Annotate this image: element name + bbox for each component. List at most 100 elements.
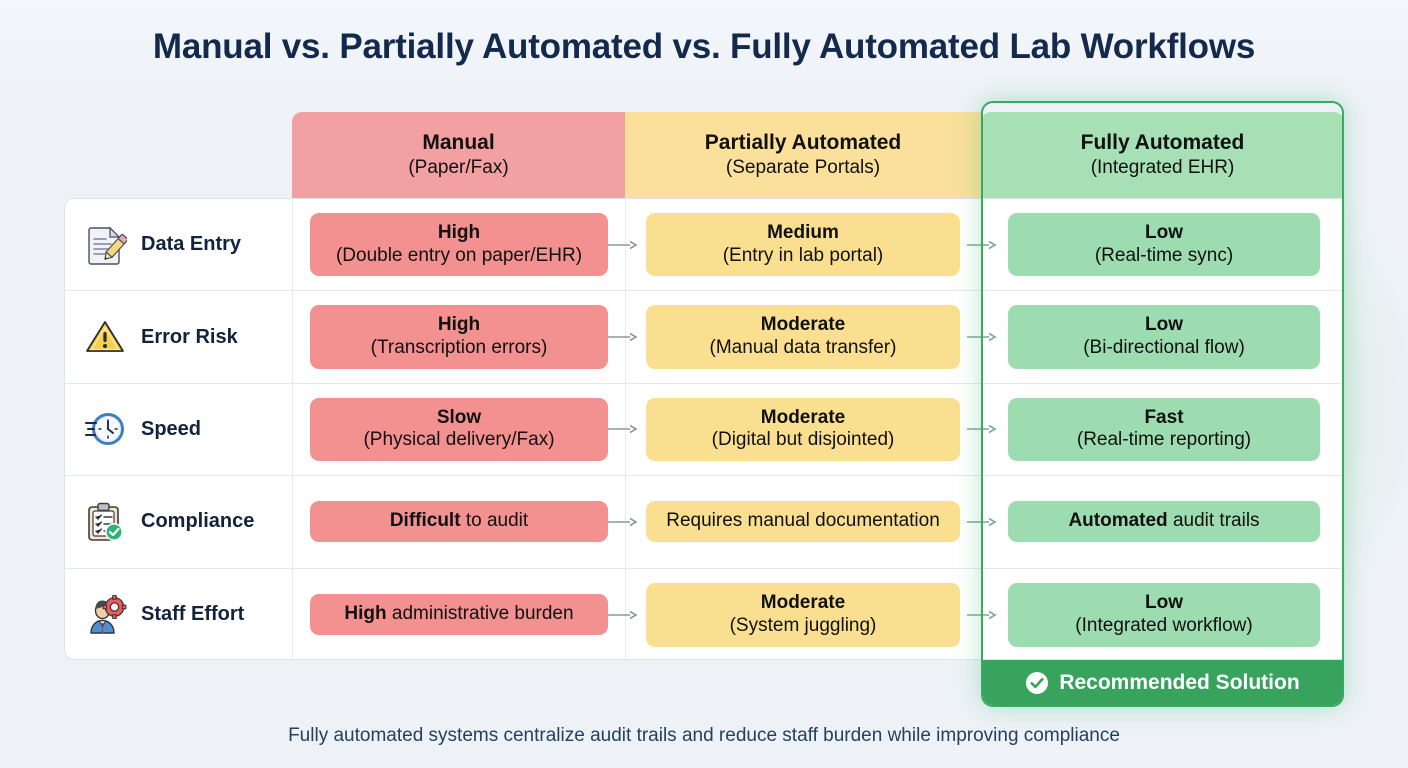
arrow-right-icon (967, 240, 997, 249)
cell-data-entry-full: Low (Real-time sync) (982, 199, 1343, 290)
cell-speed-manual: Slow (Physical delivery/Fax) (293, 383, 638, 476)
cell-speed-partial: Moderate (Digital but disjointed) (626, 383, 997, 476)
pill-manual: High (Double entry on paper/EHR) (310, 212, 608, 277)
pill-line2: (Entry in lab portal) (722, 244, 884, 266)
row-label-text: Data Entry (141, 233, 242, 256)
cell-compliance-full: Automated audit trails (982, 476, 1343, 567)
pill-full: Low (Bi-directional flow) (1008, 305, 1320, 369)
row-label-compliance: Compliance (65, 476, 293, 568)
column-header-partial-title: Partially Automated (704, 130, 902, 154)
row-label-text: Error Risk (141, 325, 238, 348)
pill-line1: Low (1145, 221, 1183, 243)
column-header-full-title: Fully Automated (1080, 130, 1245, 154)
pill-line1: Low (1145, 591, 1183, 613)
row-label-speed: Speed (65, 383, 293, 476)
column-header-manual-title: Manual (422, 130, 495, 154)
arrow-right-icon (608, 332, 638, 342)
table-row: Error Risk High (Transcription errors) M… (65, 291, 1343, 384)
arrow-right-icon (608, 240, 638, 249)
column-headers: Manual (Paper/Fax) Partially Automated (… (292, 112, 1344, 198)
cell-data-entry-partial: Medium (Entry in lab portal) (626, 199, 997, 291)
pill-plain: Requires manual documentation (666, 510, 940, 532)
arrow-right-icon (608, 610, 638, 619)
pill-partial: Moderate (Digital but disjointed) (646, 397, 960, 462)
arrow-right-icon (967, 332, 997, 342)
column-header-fully-automated: Fully Automated (Integrated EHR) (981, 112, 1344, 198)
pill-line1: Moderate (760, 314, 846, 336)
cell-compliance-manual: Difficult to audit (293, 476, 638, 568)
pill-manual: High (Transcription errors) (310, 305, 608, 369)
page-title: Manual vs. Partially Automated vs. Fully… (152, 27, 1256, 66)
column-header-manual: Manual (Paper/Fax) (292, 112, 625, 198)
column-header-partially-automated: Partially Automated (Separate Portals) (625, 112, 981, 198)
table-row: Data Entry High (Double entry on paper/E… (65, 199, 1343, 292)
row-label-text: Speed (141, 417, 202, 440)
pill-line2: (Digital but disjointed) (711, 429, 895, 451)
table-row: Speed Slow (Physical delivery/Fax) Moder… (65, 383, 1343, 477)
row-label-staff-effort: Staff Effort (65, 568, 293, 659)
pill-full: Low (Integrated workflow) (1008, 582, 1320, 647)
pill-strong: High (344, 603, 387, 625)
pill-line1: Low (1145, 314, 1183, 336)
pill-partial: Medium (Entry in lab portal) (646, 212, 960, 277)
cell-staff-effort-partial: Moderate (System juggling) (626, 568, 997, 659)
cell-compliance-partial: Requires manual documentation (626, 476, 997, 568)
arrow-right-icon (967, 517, 997, 527)
pill-full: Fast (Real-time reporting) (1008, 397, 1320, 462)
pill-manual: Slow (Physical delivery/Fax) (310, 397, 608, 462)
pill-line2: (Transcription errors) (370, 337, 548, 359)
pill-full: Automated audit trails (1008, 501, 1320, 543)
pill-strong: Automated (1068, 510, 1168, 532)
cell-staff-effort-manual: High administrative burden (293, 568, 638, 659)
pill-strong: Difficult (389, 510, 461, 532)
cell-speed-full: Fast (Real-time reporting) (982, 384, 1343, 475)
row-label-error-risk: Error Risk (65, 291, 293, 383)
pill-line2: (Real-time reporting) (1076, 429, 1252, 451)
footer-caption: Fully automated systems centralize audit… (288, 725, 1120, 746)
recommended-solution-label: Recommended Solution (1059, 670, 1300, 694)
pill-line1: High (437, 221, 481, 243)
cell-data-entry-manual: High (Double entry on paper/EHR) (293, 199, 638, 291)
pill-line2: (Real-time sync) (1094, 244, 1234, 266)
pill-line1: Slow (436, 406, 482, 428)
pill-rest: to audit (460, 510, 529, 532)
pill-partial: Moderate (Manual data transfer) (646, 305, 960, 369)
arrow-right-icon (608, 517, 638, 527)
pill-full: Low (Real-time sync) (1008, 212, 1320, 277)
pill-line2: (Integrated workflow) (1075, 614, 1253, 636)
row-label-text: Compliance (141, 510, 255, 533)
pill-line1: Fast (1144, 406, 1184, 428)
pill-rest: audit trails (1167, 510, 1260, 532)
cell-error-risk-manual: High (Transcription errors) (293, 291, 638, 383)
check-circle-icon (1025, 671, 1049, 695)
clipboard-check-icon (83, 500, 127, 544)
comparison-table: Data Entry High (Double entry on paper/E… (64, 198, 1344, 660)
arrow-right-icon (967, 425, 997, 434)
pill-line2: (Physical delivery/Fax) (363, 429, 555, 451)
pill-line1: Medium (767, 221, 839, 243)
pill-line1: Moderate (760, 406, 846, 428)
pill-manual: Difficult to audit (310, 501, 608, 543)
arrow-right-icon (967, 610, 997, 619)
pill-rest: administrative burden (386, 603, 574, 625)
pill-line2: (Double entry on paper/EHR) (335, 244, 583, 266)
pill-partial: Requires manual documentation (646, 501, 960, 543)
column-header-partial-subtitle: (Separate Portals) (725, 156, 881, 178)
row-label-text: Staff Effort (141, 603, 245, 626)
pill-line1: High (437, 314, 481, 336)
cell-staff-effort-full: Low (Integrated workflow) (982, 569, 1343, 659)
pill-line2: (Manual data transfer) (709, 337, 897, 359)
pill-line2: (Bi-directional flow) (1083, 337, 1245, 359)
pill-manual: High administrative burden (310, 594, 608, 636)
warning-triangle-icon (83, 315, 127, 359)
table-row: Compliance Difficult to audit Requires m… (65, 476, 1343, 569)
cell-error-risk-partial: Moderate (Manual data transfer) (626, 291, 997, 383)
document-pencil-icon (83, 223, 127, 267)
cell-error-risk-full: Low (Bi-directional flow) (982, 291, 1343, 382)
fast-clock-icon (83, 407, 127, 451)
table-row: Staff Effort High administrative burden … (65, 568, 1343, 659)
pill-line2: (System juggling) (729, 614, 877, 636)
person-gear-icon (83, 593, 127, 637)
arrow-right-icon (608, 425, 638, 434)
